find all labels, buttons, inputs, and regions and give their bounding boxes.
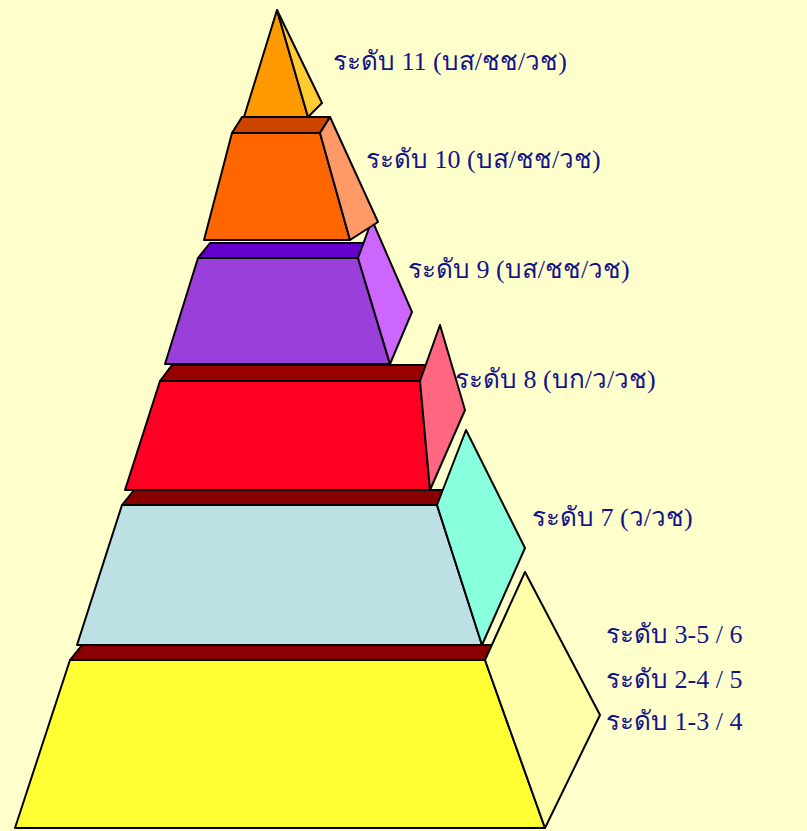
level-label: ระดับ 7 (ว/วช) xyxy=(532,503,693,533)
band-front-face xyxy=(165,258,390,364)
band-side-face xyxy=(358,220,412,364)
pyramid-band: ระดับ 10 (บส/ชช/วช) xyxy=(200,113,807,244)
band-side-face xyxy=(320,117,378,240)
band-front-face xyxy=(125,381,430,490)
band-front-face xyxy=(77,505,482,645)
level-label: ระดับ 1-3 / 4 xyxy=(606,707,742,737)
level-label: ระดับ 2-4 / 5 xyxy=(606,665,742,695)
band-top-face xyxy=(122,490,448,505)
band-side-face xyxy=(420,325,465,490)
pyramid-band: ระดับ 11 (บส/ชช/วช) xyxy=(240,6,807,121)
band-top-face xyxy=(160,365,430,381)
band-shape xyxy=(200,113,807,244)
band-side-face xyxy=(485,572,600,828)
level-label: ระดับ 8 (บก/ว/วช) xyxy=(455,365,656,395)
band-side-face xyxy=(277,10,322,117)
level-label: ระดับ 11 (บส/ชช/วช) xyxy=(333,47,567,77)
band-top-face xyxy=(232,117,330,133)
band-front-face xyxy=(15,660,545,828)
band-top-face xyxy=(70,645,495,660)
level-label: ระดับ 10 (บส/ชช/วช) xyxy=(366,145,601,175)
band-side-face xyxy=(437,430,525,645)
level-label: ระดับ 3-5 / 6 xyxy=(606,620,742,650)
level-label: ระดับ 9 (บส/ชช/วช) xyxy=(408,255,630,285)
band-top-face xyxy=(198,243,368,258)
